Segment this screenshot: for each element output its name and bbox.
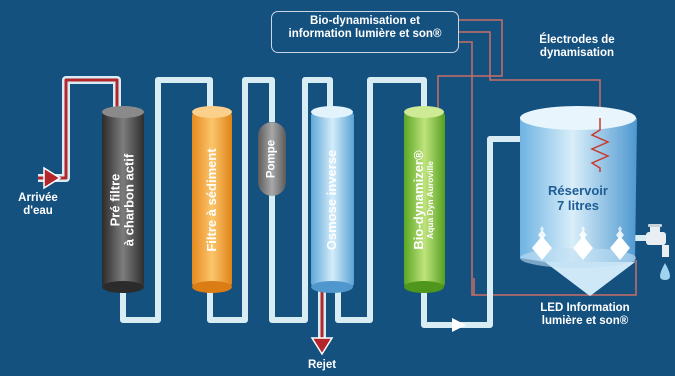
water-pipes	[120, 77, 648, 328]
led-center	[573, 226, 593, 260]
osmosis-cylinder	[311, 106, 354, 293]
prefilter-label: Pré filtre à charbon actif	[107, 153, 138, 247]
inlet-line1: Arrivée	[18, 192, 58, 204]
led-label: LED Information lumière et son®	[515, 302, 655, 328]
led-right	[610, 226, 630, 260]
prefilter-line2: à charbon actif	[122, 153, 137, 247]
led-left	[532, 226, 552, 260]
signal-wires	[437, 19, 637, 296]
pump-capsule	[258, 122, 286, 196]
inlet-label: Arrivée d'eau	[8, 192, 68, 218]
biodynamisation-box	[271, 11, 459, 53]
inlet-arrow	[43, 166, 62, 190]
reject-label: Rejet	[307, 359, 337, 371]
led-emitters	[532, 226, 630, 260]
led-line2: lumière et son®	[541, 315, 629, 328]
biodynamisation-label: Bio-dynamisation et information lumière …	[271, 15, 459, 41]
tank-label: Réservoir 7 litres	[528, 183, 628, 214]
electrodes-line2: dynamisation	[539, 47, 615, 60]
led-line1: LED Information	[540, 302, 630, 314]
biodynamizer-line2: Aqua Dyn Auroville	[425, 160, 436, 240]
prefilter-line1: Pré filtre	[107, 173, 123, 227]
prefilter-cylinder	[102, 106, 144, 293]
flow-arrow	[452, 318, 466, 332]
sediment-cylinder	[192, 106, 232, 293]
reject-arrow	[310, 337, 334, 356]
biodynamisation-line1: Bio-dynamisation et	[310, 15, 420, 27]
electrodes-label: Électrodes de dynamisation	[517, 34, 637, 60]
pump-label: Pompe	[265, 139, 278, 179]
osmosis-label: Osmose inverse	[323, 149, 339, 251]
biodynamizer-label: Bio-dynamizer® Aqua Dyn Auroville	[411, 150, 436, 250]
biodynamisation-line2: information lumière et son®	[288, 28, 442, 41]
electrode-zigzag	[590, 118, 610, 172]
sediment-label: Filtre à sédiment	[203, 148, 219, 252]
tank-line2: 7 litres	[557, 197, 599, 213]
inlet-line2: d'eau	[23, 205, 53, 218]
biodynamizer-cylinder	[404, 106, 445, 293]
electrodes-line1: Électrodes de	[539, 34, 615, 46]
tap-icon	[646, 224, 670, 280]
reservoir-tank	[520, 106, 637, 296]
biodynamizer-line1: Bio-dynamizer®	[411, 150, 427, 250]
tank-line1: Réservoir	[548, 183, 608, 198]
